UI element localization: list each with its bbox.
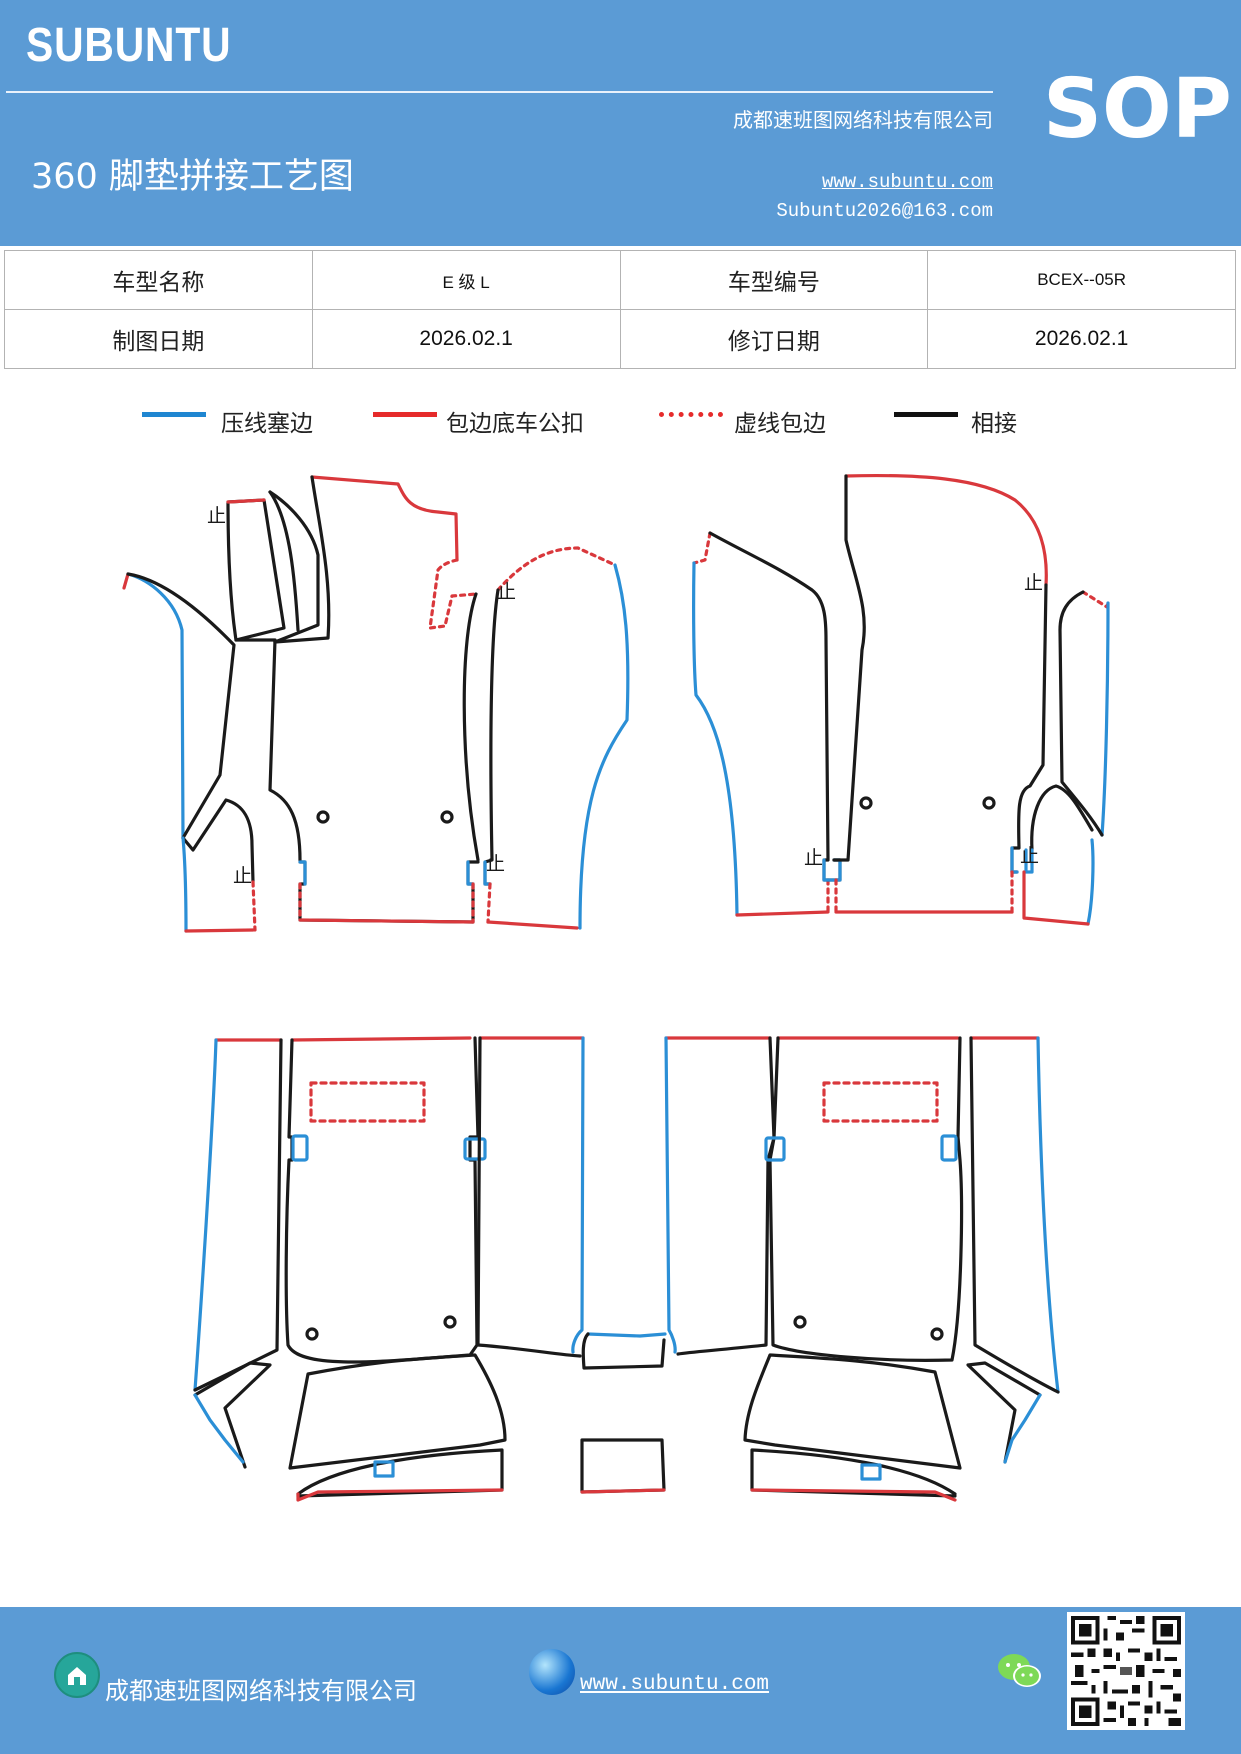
website-link[interactable]: www.subuntu.com [821,171,993,193]
label-cell: 修订日期 [619,309,929,369]
globe-icon [529,1649,575,1695]
company-name: 成都速班图网络科技有限公司 [733,108,993,132]
front-right-mat-group: 止 止 止 [692,473,1110,926]
page-title: 360 脚垫拼接工艺图 [31,157,354,197]
legend-swatch-red [373,412,437,417]
table-row: 车型名称 E 级 L 车型编号 BCEX--05R [4,250,1236,310]
footer-company: 成都速班图网络科技有限公司 [105,1677,417,1705]
legend-label: 压线塞边 [221,411,313,437]
label-cell: 制图日期 [4,309,313,369]
rear-right-mat-group [664,1036,1060,1502]
stop-mark: 止 [804,847,823,869]
front-left-mat-group: 止 止 止 止 [122,475,630,933]
header-banner: SUBUNTU 成都速班图网络科技有限公司 360 脚垫拼接工艺图 www.su… [0,0,1241,246]
floor-mat-diagram: 止 止 止 止 止 止 止 [122,473,1110,1502]
stop-mark: 止 [207,505,226,527]
legend-label: 包边底车公扣 [446,411,584,437]
legend-label: 虚线包边 [734,411,826,437]
brand-logo: SUBUNTU [26,19,232,72]
value-cell: E 级 L [311,250,621,310]
email-text: Subuntu2026@163.com [776,200,993,222]
stop-mark: 止 [233,865,252,887]
wechat-icon[interactable] [996,1651,1044,1697]
label-cell: 车型名称 [4,250,313,310]
legend-label: 相接 [971,411,1017,437]
sop-badge: SOP [1043,62,1232,157]
stop-mark: 止 [497,581,516,603]
header-divider [6,91,993,93]
value-cell: 2026.02.1 [927,309,1236,369]
legend-swatch-red-dotted [659,412,723,417]
qr-code [1067,1612,1185,1730]
value-cell: 2026.02.1 [311,309,621,369]
table-row: 制图日期 2026.02.1 修订日期 2026.02.1 [4,309,1236,369]
stop-mark: 止 [486,853,505,875]
legend: 压线塞边 包边底车公扣 虚线包边 相接 [0,400,1241,440]
stop-mark: 止 [1020,845,1039,867]
label-cell: 车型编号 [619,250,929,310]
footer-banner: 成都速班图网络科技有限公司 www.subuntu.com [0,1607,1241,1754]
stop-mark: 止 [1024,572,1043,594]
home-icon [54,1652,100,1698]
legend-swatch-blue [142,412,206,417]
rear-left-mat-group [193,1036,667,1502]
legend-swatch-black [894,412,958,417]
value-cell: BCEX--05R [927,250,1236,310]
footer-website-link[interactable]: www.subuntu.com [580,1673,770,1696]
vehicle-info-table: 车型名称 E 级 L 车型编号 BCEX--05R 制图日期 2026.02.1… [4,250,1236,369]
